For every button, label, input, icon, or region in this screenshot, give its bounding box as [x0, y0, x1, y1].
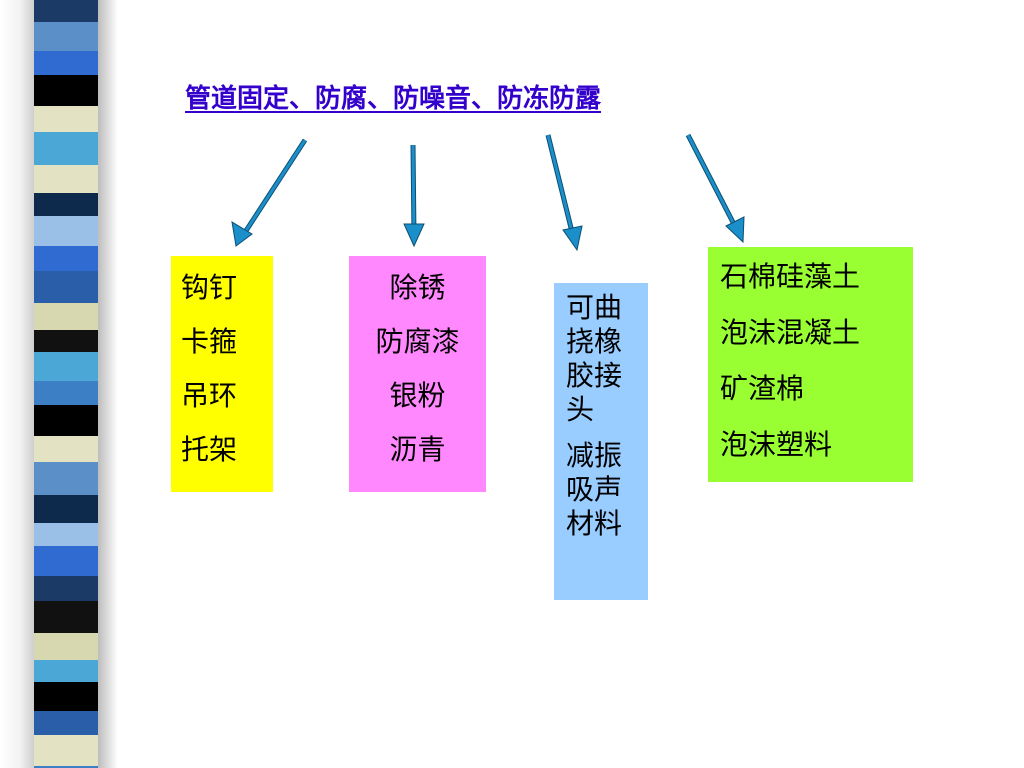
stripe-segment	[34, 271, 98, 303]
stripe-segment	[34, 132, 98, 165]
stripe-segment	[34, 601, 98, 633]
decorative-stripe-column	[34, 0, 98, 768]
stripe-segment	[34, 330, 98, 352]
stripe-segment	[34, 303, 98, 330]
insulation-item: 泡沫塑料	[720, 428, 833, 461]
stripe-segment	[34, 165, 98, 193]
stripe-segment	[34, 735, 98, 766]
stripe-segment	[34, 75, 98, 106]
insulation-item: 石棉硅藻土	[720, 260, 861, 293]
stripe-segment	[34, 51, 98, 75]
anticorrosion-item: 除锈	[389, 271, 446, 304]
anticorrosion-item: 银粉	[389, 379, 446, 412]
arrow-to-noise	[545, 134, 583, 252]
stripe-segment	[34, 766, 98, 768]
fixing-item: 钩钉	[181, 271, 238, 304]
stripe-segment	[34, 22, 98, 51]
noise-item: 减振吸声材料	[566, 439, 623, 540]
decorative-stripe-shadow	[98, 0, 118, 768]
anticorrosion-item: 防腐漆	[375, 325, 460, 358]
arrow-to-insulation	[685, 133, 745, 244]
stripe-segment	[34, 660, 98, 682]
stripe-segment	[34, 193, 98, 216]
stripe-segment	[34, 246, 98, 271]
stripe-segment	[34, 523, 98, 546]
stripe-segment	[34, 682, 98, 711]
arrow-to-anticorrosion	[403, 144, 425, 248]
fixing-item: 卡箍	[181, 325, 238, 358]
stripe-segment	[34, 381, 98, 405]
noise-item: 可曲挠橡胶接头	[566, 291, 623, 426]
insulation-box: 石棉硅藻土 泡沫混凝土 矿渣棉 泡沫塑料	[708, 247, 913, 482]
stripe-segment	[34, 576, 98, 601]
stripe-segment	[34, 436, 98, 462]
noise-box: 可曲挠橡胶接头 减振吸声材料	[554, 283, 648, 600]
page-title: 管道固定、防腐、防噪音、防冻防露	[185, 84, 602, 114]
stripe-segment	[34, 495, 98, 523]
fixing-box: 钩钉 卡箍 吊环 托架	[171, 256, 273, 492]
anticorrosion-item: 沥青	[389, 433, 446, 466]
insulation-item: 泡沫混凝土	[720, 316, 861, 349]
fixing-item: 托架	[181, 433, 238, 466]
stripe-segment	[34, 216, 98, 246]
stripe-segment	[34, 352, 98, 381]
stripe-segment	[34, 711, 98, 735]
arrow-to-fixing	[231, 138, 308, 247]
stripe-segment	[34, 0, 98, 22]
stripe-segment	[34, 462, 98, 495]
stripe-segment	[34, 405, 98, 436]
stripe-segment	[34, 633, 98, 660]
stripe-segment	[34, 546, 98, 576]
anticorrosion-box: 除锈 防腐漆 银粉 沥青	[349, 256, 486, 492]
fixing-item: 吊环	[181, 379, 238, 412]
insulation-item: 矿渣棉	[720, 372, 805, 405]
stripe-segment	[34, 106, 98, 132]
